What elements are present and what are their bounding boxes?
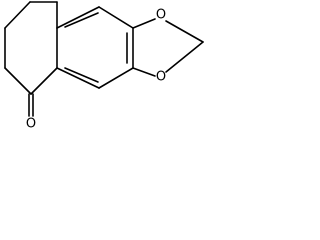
bond-o-upper-ch2	[165, 20, 204, 43]
carbonyl-group	[28, 93, 34, 117]
bond-c7-c6	[4, 1, 31, 29]
oxygen-carbonyl-label: O	[26, 117, 36, 132]
oxygen-lower-label: O	[156, 70, 166, 85]
oxygen-upper-label: O	[156, 8, 166, 23]
chemical-structure-diagram: O O O	[4, 1, 204, 132]
bond-c10a-c10	[98, 67, 134, 89]
cyclohexanone-ring	[4, 1, 58, 95]
bond-c4-c4a	[30, 67, 58, 95]
bond-o-lower-c10a	[132, 67, 156, 77]
bond-c10-c4a	[56, 67, 100, 89]
bond-inner-bottom	[64, 67, 99, 83]
bond-c8a-c9	[56, 6, 100, 29]
bond-c9a-o-upper	[132, 18, 156, 29]
bond-ch2-o-lower	[165, 41, 204, 73]
bond-c9-c9a	[98, 6, 134, 29]
bond-inner-top	[64, 12, 99, 28]
benzene-ring	[56, 6, 134, 89]
bond-c5-c4	[4, 67, 32, 95]
dioxole-ring	[132, 18, 204, 77]
